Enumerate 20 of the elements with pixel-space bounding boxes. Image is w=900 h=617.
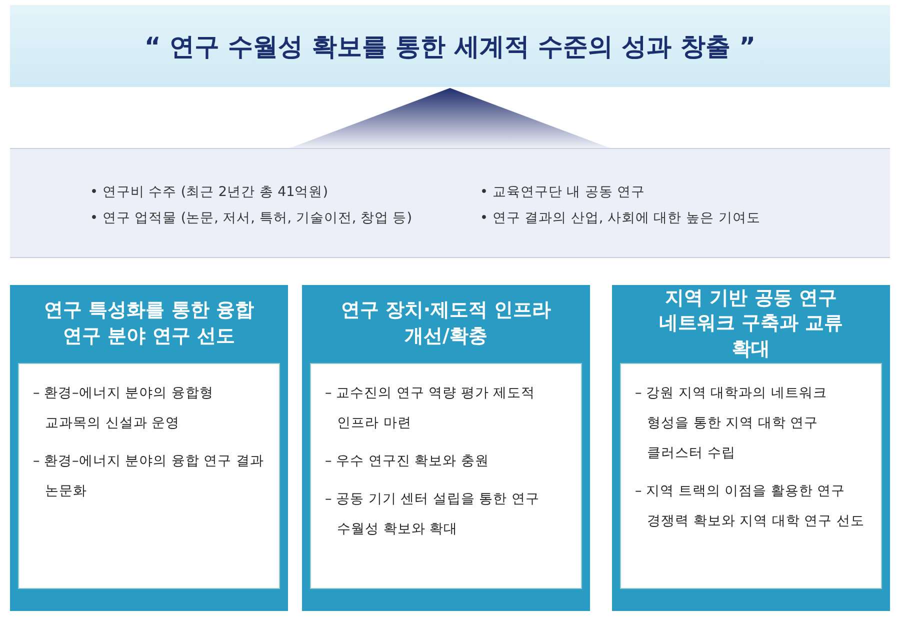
title-text: “ 연구 수월성 확보를 통한 세계적 수준의 성과 창출 ”: [144, 30, 756, 62]
list-item: – 강원 지역 대학과의 네트워크 형성을 통한 지역 대학 연구 클러스터 수립: [635, 384, 828, 463]
column-card: [10, 285, 288, 611]
list-item: – 환경–에너지 분야의 융합형 교과목의 신설과 운영: [33, 384, 214, 433]
bullet-item: • 연구 업적물 (논문, 저서, 특허, 기술이전, 창업 등): [90, 209, 412, 227]
summary-panel: [10, 148, 890, 258]
column-card: [612, 285, 890, 611]
card-heading: 연구 특성화를 통한 융합 연구 분야 연구 선도: [43, 298, 255, 349]
card-heading: 연구 장치·제도적 인프라 개선/확충: [340, 298, 552, 349]
list-item: – 공동 기기 센터 설립을 통한 연구 수월성 확보와 확대: [325, 490, 540, 539]
list-item: – 지역 트랙의 이점을 활용한 연구 경쟁력 확보와 지역 대학 연구 선도: [635, 482, 866, 531]
bullet-item: • 교육연구단 내 공동 연구: [480, 183, 646, 201]
list-item: – 우수 연구진 확보와 충원: [325, 452, 490, 471]
card-heading: 지역 기반 공동 연구 네트워크 구축과 교류 확대: [658, 286, 844, 362]
pyramid-arrow: [290, 88, 610, 148]
list-item: – 교수진의 연구 역량 평가 제도적 인프라 마련: [325, 384, 536, 433]
column-card: [302, 285, 590, 611]
list-item: – 환경–에너지 분야의 융합 연구 결과 논문화: [33, 452, 265, 501]
bullet-item: • 연구 결과의 산업, 사회에 대한 높은 기여도: [480, 209, 760, 227]
bullet-item: • 연구비 수주 (최근 2년간 총 41억원): [90, 183, 330, 201]
